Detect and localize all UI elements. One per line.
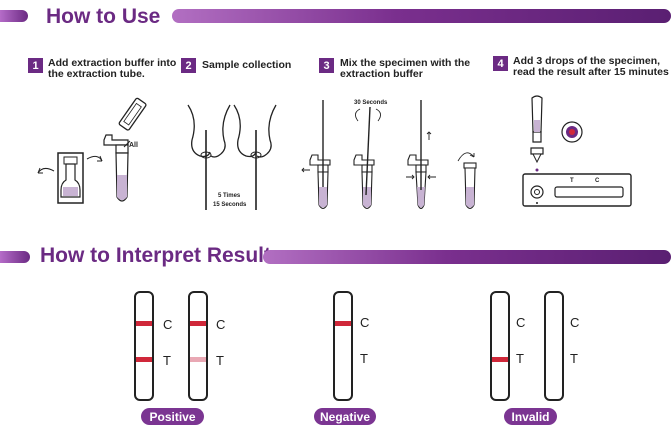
step-text: Sample collection	[202, 59, 292, 71]
step-4-illustration	[522, 95, 632, 207]
control-line	[190, 321, 206, 326]
test-line-faint	[190, 357, 206, 362]
strip-c-label: C	[360, 315, 370, 330]
cassette-c-label: C	[595, 178, 600, 184]
test-strip-negative	[333, 291, 353, 401]
step-4: 4 Add 3 drops of the specimen, read the …	[493, 56, 669, 78]
step-2-illustration	[187, 104, 277, 210]
test-strip-positive-2	[188, 291, 208, 401]
header-bar-left	[0, 10, 28, 22]
step-number: 1	[28, 58, 43, 73]
seconds-15-label: 15 Seconds	[213, 202, 247, 208]
step-2: 2 Sample collection	[181, 58, 291, 73]
test-line	[492, 357, 508, 362]
step-1: 1 Add extraction buffer into the extract…	[28, 58, 176, 80]
strip-t-label: T	[570, 351, 578, 366]
all-label: All	[129, 142, 138, 149]
invalid-label: Invalid	[504, 408, 557, 425]
step-text: Add extraction buffer into the extractio…	[48, 57, 177, 80]
negative-label: Negative	[314, 408, 376, 425]
strip-c-label: C	[216, 317, 226, 332]
interpret-bar-left	[0, 251, 30, 263]
cassette-t-label: T	[570, 178, 574, 184]
step-text: Add 3 drops of the specimen, read the re…	[513, 55, 669, 78]
step-3-illustration	[301, 100, 477, 210]
step-number: 3	[319, 58, 334, 73]
step-number: 2	[181, 58, 196, 73]
strip-t-label: T	[516, 351, 524, 366]
how-to-use-title: How to Use	[46, 5, 161, 28]
step-text: Mix the specimen with the extraction buf…	[340, 57, 471, 80]
positive-label: Positive	[141, 408, 204, 425]
control-line	[136, 321, 152, 326]
interpret-bar-right	[263, 250, 671, 264]
control-line	[335, 321, 351, 326]
strip-c-label: C	[163, 317, 173, 332]
step-1-illustration	[37, 97, 147, 204]
times-label: 5 Times	[218, 193, 241, 199]
test-strip-invalid-2	[544, 291, 564, 401]
strip-c-label: C	[570, 315, 580, 330]
how-to-interpret-title: How to Interpret Result	[40, 244, 272, 267]
seconds-30-label: 30 Seconds	[354, 100, 388, 106]
strip-t-label: T	[163, 353, 171, 368]
test-strip-invalid-1	[490, 291, 510, 401]
header-bar-right	[172, 9, 671, 23]
test-strip-positive-1	[134, 291, 154, 401]
strip-c-label: C	[516, 315, 526, 330]
strip-t-label: T	[360, 351, 368, 366]
step-3: 3 Mix the specimen with the extraction b…	[319, 58, 470, 80]
strip-t-label: T	[216, 353, 224, 368]
step-number: 4	[493, 56, 508, 71]
test-line	[136, 357, 152, 362]
